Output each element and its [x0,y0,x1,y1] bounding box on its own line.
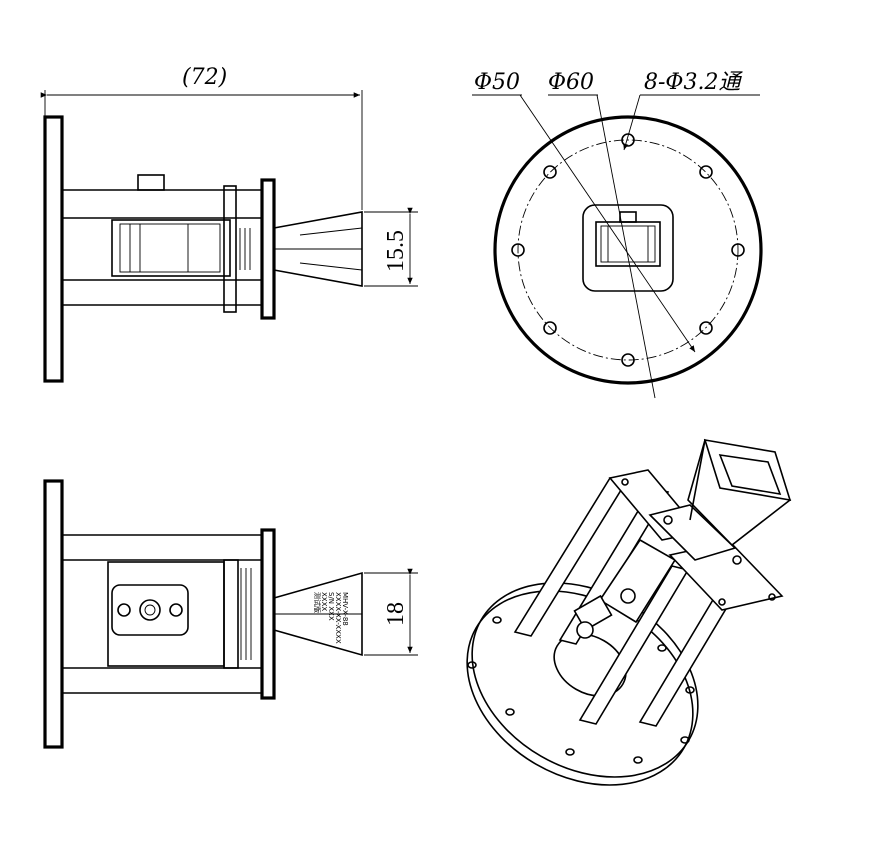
dim-overall-length: (72) [182,65,227,90]
top-view: MHV-X-88 XXXX-XX-XXXX S/N XXX XXXX 测试版 1… [43,479,418,749]
dim-bolt-circle-outer: Φ60 [548,70,594,95]
label-line-2: XXXX-XX-XXXX [334,592,342,644]
dim-holes: 8-Φ3.2通 [644,70,743,95]
label-line-5: 测试版 [313,592,322,613]
bolt-holes [511,133,745,367]
label-line-4: XXXX [320,592,328,611]
dim-bolt-circle-inner: Φ50 [474,70,520,95]
bolt-circle [517,139,739,361]
label-line-1: MHV-X-88 [341,592,349,626]
dim-horn-height-top: 15.5 [383,230,409,272]
label-plate: MHV-X-88 XXXX-XX-XXXX S/N XXX XXXX 测试版 [313,592,349,644]
front-view: (72) 15.5 [40,65,418,383]
label-line-3: S/N XXX [327,592,335,621]
end-view: Φ50 Φ60 8-Φ3.2通 [472,70,763,399]
flange-plate [43,115,64,383]
isometric-view [466,438,792,786]
flange-outline [493,115,763,385]
center-body [582,204,674,292]
flange-plate-2 [43,479,64,749]
dim-horn-height-bottom: 18 [383,602,409,626]
